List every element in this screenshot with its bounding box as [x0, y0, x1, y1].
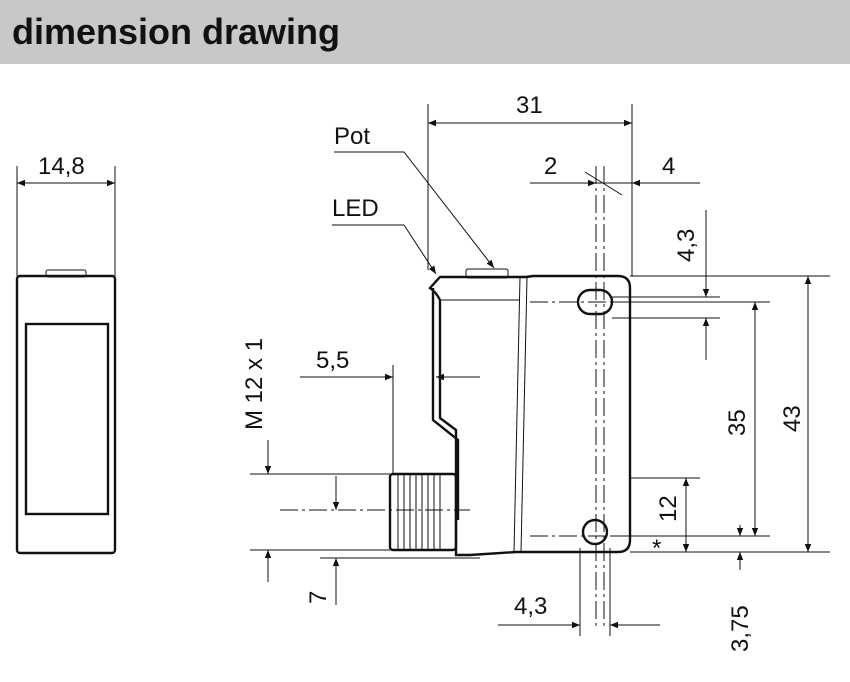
mounting-hole-bottom — [581, 518, 609, 546]
dimension-drawing: 14,8 — [15, 92, 830, 652]
dim-bottom-375: 3,75 — [727, 605, 754, 652]
dim-hole-bottom: 4,3 — [514, 593, 547, 620]
sensor-housing — [428, 274, 632, 557]
side-view-pot-cap — [45, 269, 87, 278]
label-thread: M 12 x 1 — [241, 338, 268, 430]
dim-connector-offset: 5,5 — [316, 347, 349, 374]
dim-offset-2: 2 — [544, 153, 557, 180]
page-title: dimension drawing — [12, 11, 341, 52]
side-view-window — [24, 322, 110, 516]
dim-height-12: 12 — [655, 495, 682, 522]
dim-offset-4: 4 — [662, 153, 675, 180]
side-view-body — [15, 274, 117, 555]
front-view — [280, 104, 830, 628]
side-view: 14,8 — [15, 153, 117, 555]
header-bar: dimension drawing — [0, 0, 850, 64]
dim-connector-7: 7 — [305, 591, 332, 604]
label-led: LED — [332, 195, 379, 222]
dim-side-width: 14,8 — [38, 153, 85, 180]
label-asterisk: * — [652, 535, 661, 562]
dim-hole-top: 4,3 — [673, 229, 700, 262]
label-pot: Pot — [334, 123, 370, 150]
dim-body-width: 31 — [516, 92, 543, 119]
connector — [388, 472, 459, 552]
dim-total-height: 43 — [779, 405, 806, 432]
dim-hole-spacing: 35 — [724, 409, 751, 436]
pot-knob — [465, 268, 509, 279]
